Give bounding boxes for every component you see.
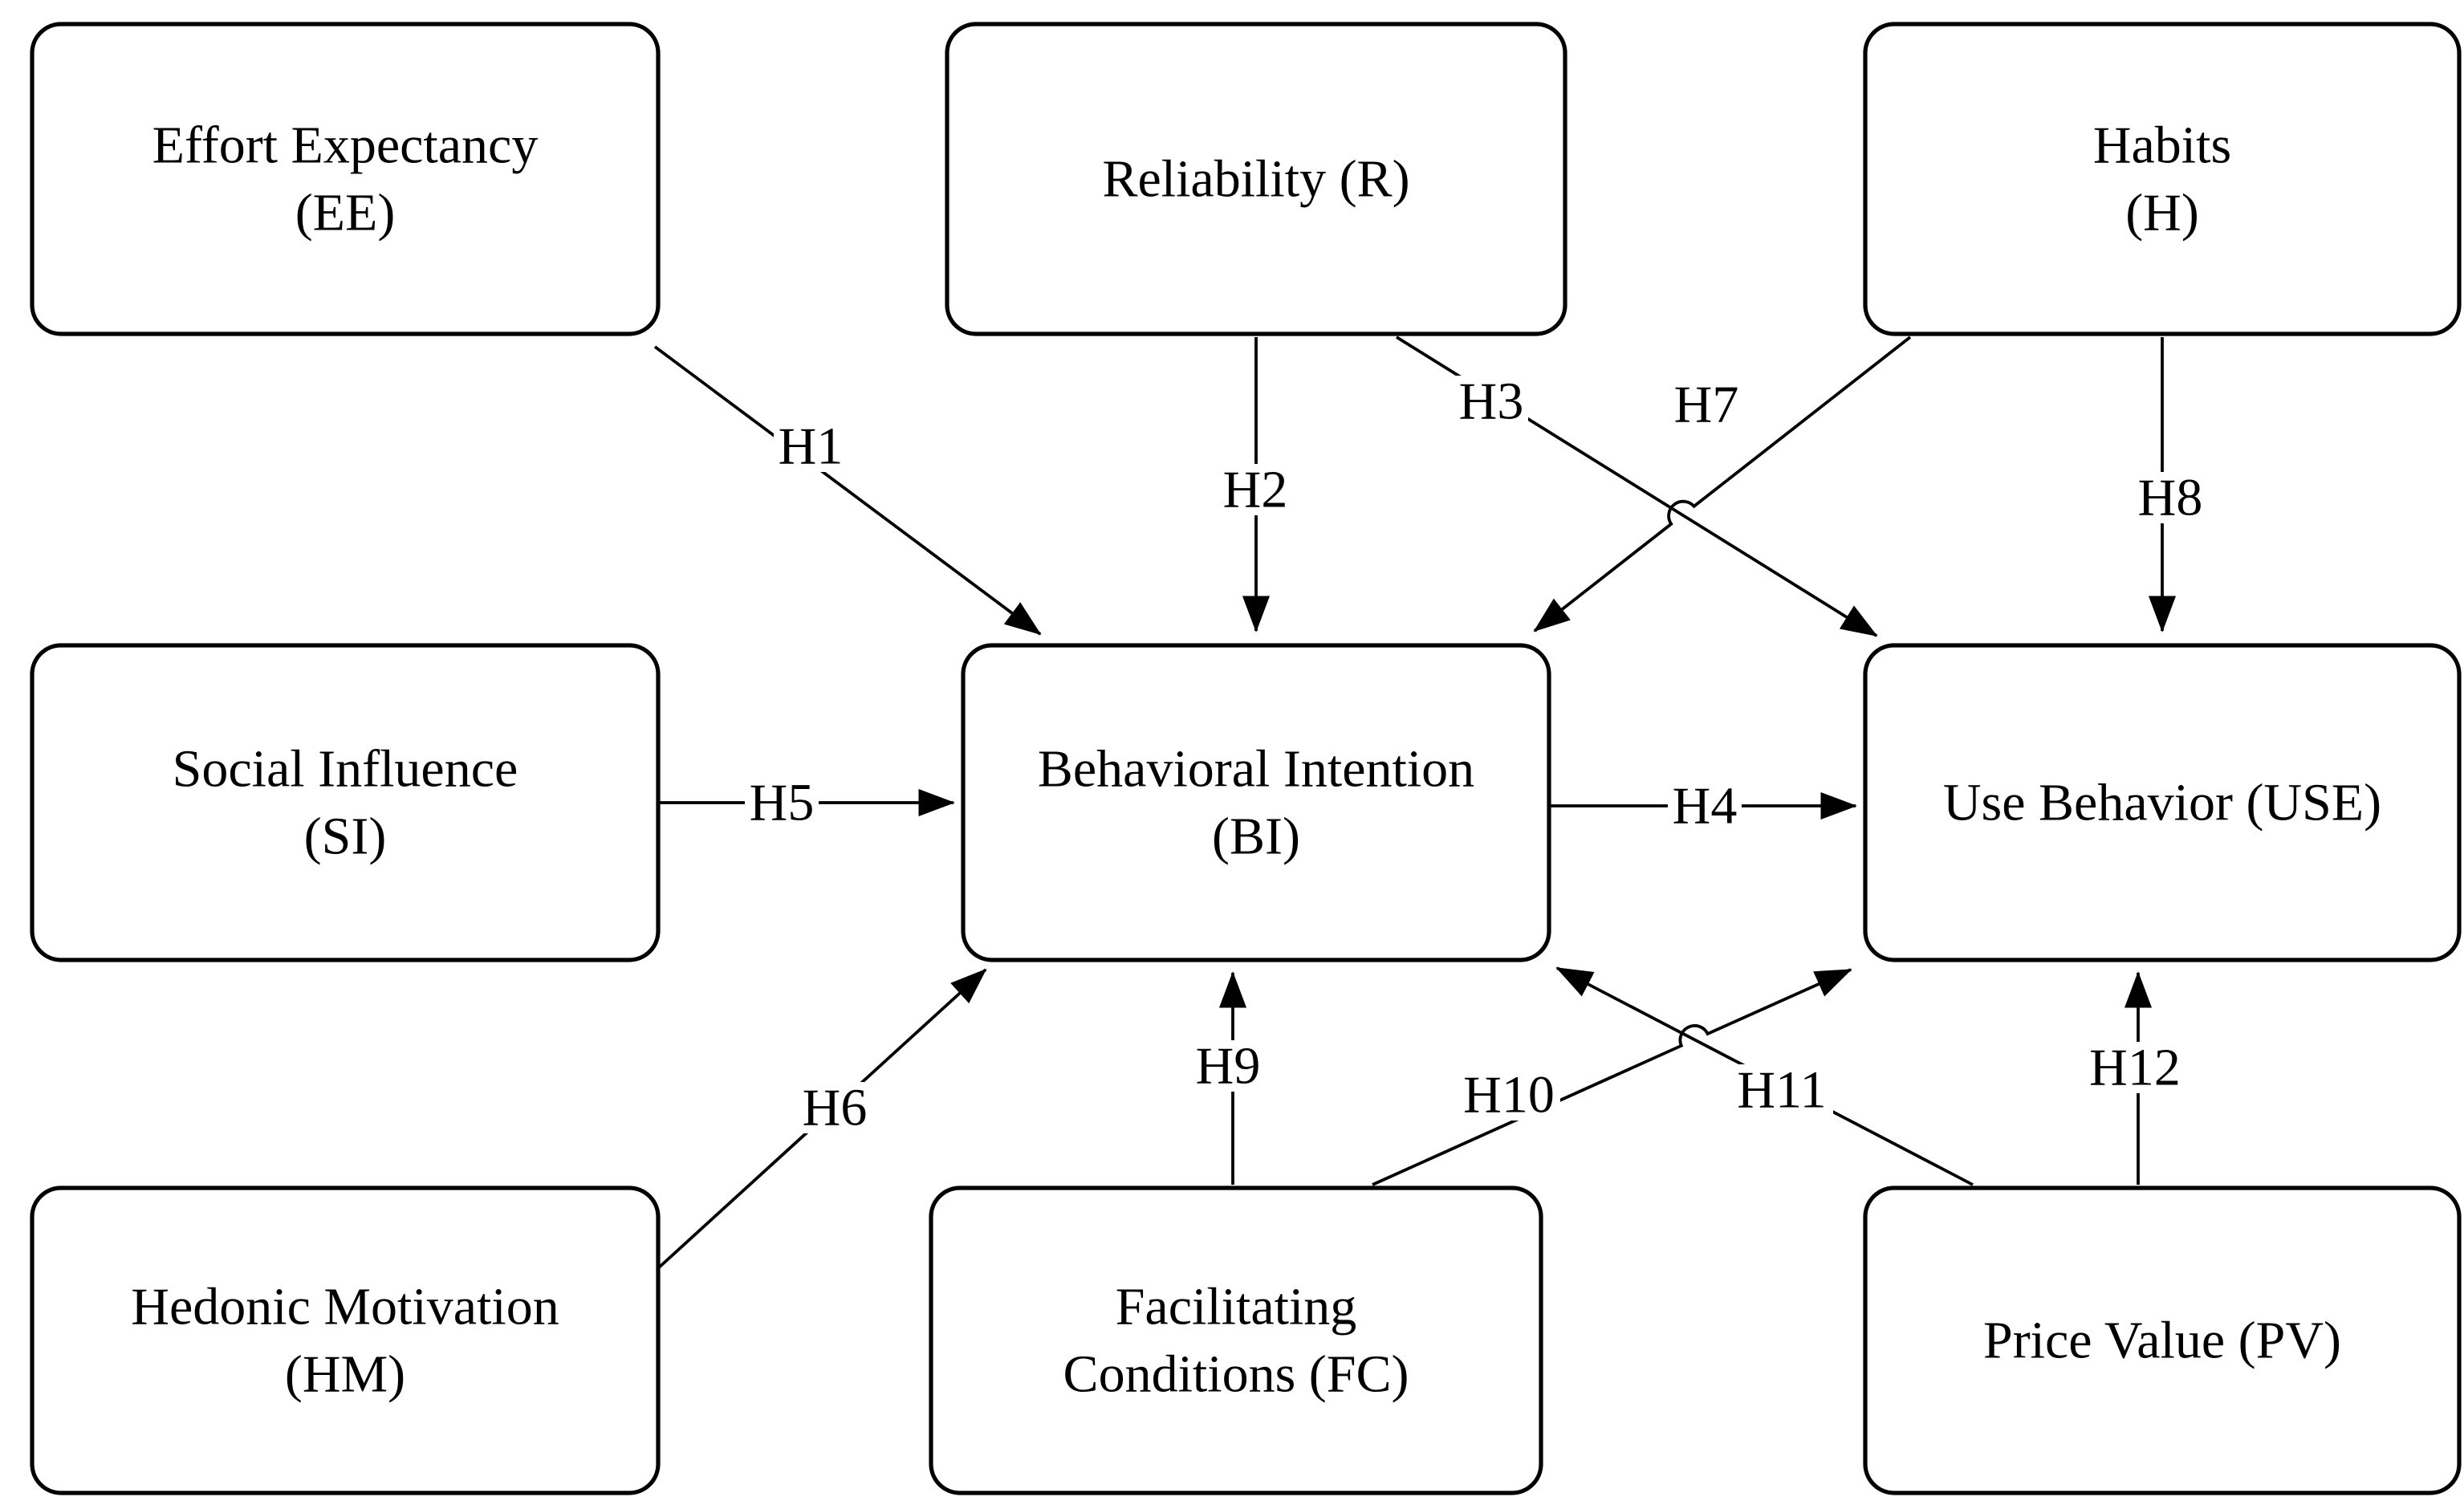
arrow-label-h2-bg <box>1218 464 1292 515</box>
box-behavioral-intention: Behavioral Intention (BI) <box>961 643 1551 962</box>
box-hedonic-motivation-line-2: (HM) <box>285 1345 405 1404</box>
arrow-label-h7-text: H7 <box>1674 376 1739 434</box>
box-habits-line-2: (H) <box>2125 184 2199 242</box>
box-hedonic-motivation: Hedonic Motivation (HM) <box>30 1186 661 1495</box>
box-social-influence-line-1: Social Influence <box>173 740 518 799</box>
arrow-label-h3-text: H3 <box>1459 372 1524 431</box>
arrow-label-h11: H11 <box>1730 1061 1833 1120</box>
arrow-label-h2: H2 <box>1218 461 1292 519</box>
box-reliability-line-1: Reliability (R) <box>1102 150 1409 209</box>
arrow-label-h7: H7 <box>1669 376 1743 434</box>
arrow-label-h4: H4 <box>1668 777 1742 836</box>
arrow-label-h9-text: H9 <box>1196 1037 1261 1096</box>
box-hedonic-motivation-line-1: Hedonic Motivation <box>131 1278 559 1336</box>
arrow-label-h6-text: H6 <box>803 1079 868 1137</box>
box-habits: Habits (H) <box>1863 22 2462 336</box>
arrow-label-h6: H6 <box>798 1079 872 1137</box>
box-price-value: Price Value (PV) <box>1863 1186 2462 1495</box>
arrow-label-h6-bg <box>798 1082 872 1133</box>
arrow-h10 <box>1372 968 1852 1186</box>
arrow-label-h8-bg <box>2133 472 2207 523</box>
box-reliability-rect <box>945 22 1567 336</box>
arrow-label-h3-bg <box>1454 376 1528 427</box>
box-use-behavior-rect <box>1863 643 2462 962</box>
arrow-label-h2-text: H2 <box>1223 461 1288 519</box>
box-facilitating-conditions-line-2: Conditions (FC) <box>1063 1345 1409 1404</box>
arrow-label-h5-text: H5 <box>750 774 815 832</box>
arrow-h1 <box>653 345 1042 636</box>
arrow-label-h3: H3 <box>1454 372 1528 431</box>
box-social-influence-rect <box>30 643 661 962</box>
box-facilitating-conditions-line-1: Facilitating <box>1116 1278 1357 1336</box>
arrow-label-h10: H10 <box>1458 1066 1560 1125</box>
arrow-label-h1-text: H1 <box>779 417 844 476</box>
arrow-label-h12: H12 <box>2084 1039 2186 1097</box>
arrow-label-h10-bg <box>1458 1069 1560 1121</box>
arrow-label-h8: H8 <box>2133 469 2207 527</box>
arrow-label-h1: H1 <box>774 417 848 476</box>
arrow-label-h11-text: H11 <box>1737 1061 1826 1120</box>
arrow-label-h5-bg <box>745 777 819 828</box>
box-behavioral-intention-line-1: Behavioral Intention <box>1038 740 1474 799</box>
box-price-value-line-1: Price Value (PV) <box>1983 1312 2341 1370</box>
box-social-influence-line-2: (SI) <box>304 807 387 866</box>
arrow-label-h9: H9 <box>1191 1037 1265 1096</box>
box-behavioral-intention-line-2: (BI) <box>1212 807 1300 866</box>
box-facilitating-conditions-rect <box>929 1186 1543 1495</box>
box-use-behavior: Use Behavior (USE) <box>1863 643 2462 962</box>
arrow-h7 <box>1533 336 1912 632</box>
box-social-influence: Social Influence (SI) <box>30 643 661 962</box>
arrow-label-h11-bg <box>1730 1064 1833 1116</box>
box-behavioral-intention-rect <box>961 643 1551 962</box>
box-effort-expectancy-rect <box>30 22 661 336</box>
arrow-label-h4-bg <box>1668 780 1742 832</box>
box-habits-line-1: Habits <box>2093 116 2231 175</box>
box-effort-expectancy-line-2: (EE) <box>295 184 396 242</box>
box-price-value-rect <box>1863 1186 2462 1495</box>
box-effort-expectancy: Effort Expectancy (EE) <box>30 22 661 336</box>
box-use-behavior-line-1: Use Behavior (USE) <box>1943 774 2381 832</box>
arrow-label-h7-bg <box>1669 379 1743 430</box>
arrow-label-h8-text: H8 <box>2138 469 2203 527</box>
arrow-label-h12-text: H12 <box>2089 1039 2181 1097</box>
arrow-label-h10-text: H10 <box>1463 1066 1555 1125</box>
arrow-label-h9-bg <box>1191 1040 1265 1092</box>
box-facilitating-conditions: Facilitating Conditions (FC) <box>929 1186 1543 1495</box>
arrow-label-h12-bg <box>2084 1042 2186 1093</box>
box-habits-rect <box>1863 22 2462 336</box>
box-effort-expectancy-line-1: Effort Expectancy <box>152 116 539 175</box>
arrow-label-h4-text: H4 <box>1673 777 1738 836</box>
arrow-label-h5: H5 <box>745 774 819 832</box>
arrow-label-h1-bg <box>774 421 848 472</box>
box-hedonic-motivation-rect <box>30 1186 661 1495</box>
box-reliability: Reliability (R) <box>945 22 1567 336</box>
